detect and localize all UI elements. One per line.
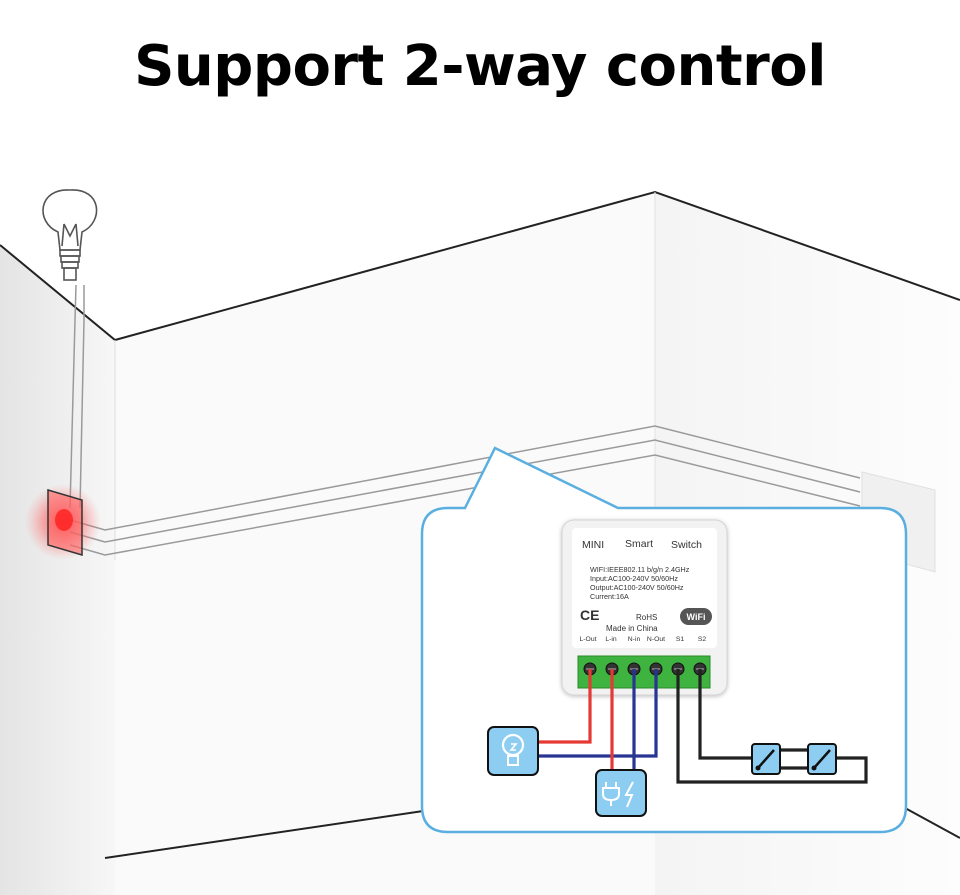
s1-wire bbox=[676, 669, 868, 784]
device-title-mini: MINI bbox=[582, 539, 604, 551]
s2-wire bbox=[698, 669, 752, 760]
device-title-switch: Switch bbox=[671, 539, 702, 551]
ce-mark: CE bbox=[580, 607, 599, 623]
spec-wifi: WIFI:IEEE802.11 b/g/n 2.4GHz bbox=[590, 565, 690, 574]
terminal-label-n-out: N-Out bbox=[647, 636, 665, 643]
wifi-logo-icon: WiFi bbox=[680, 608, 712, 625]
terminal-label-s2: S2 bbox=[698, 636, 707, 643]
terminal-block bbox=[577, 655, 711, 689]
wall-switch-icon bbox=[751, 743, 781, 775]
in-wall-module-indicator bbox=[25, 484, 101, 560]
terminal-label-l-in: L-in bbox=[605, 636, 617, 643]
page-title: Support 2-way control bbox=[134, 34, 826, 99]
smart-switch-device: MINI Smart Switch WIFI:IEEE802.11 b/g/n … bbox=[561, 519, 728, 696]
light-bulb-icon bbox=[487, 726, 539, 776]
spec-output: Output:AC100-240V 50/60Hz bbox=[590, 583, 684, 592]
spec-current: Current:16A bbox=[590, 592, 629, 601]
live-out-wire bbox=[538, 669, 592, 744]
terminal-label-l-out: L-Out bbox=[580, 636, 597, 643]
svg-text:WiFi: WiFi bbox=[687, 612, 706, 622]
terminal-screws bbox=[583, 662, 707, 676]
light-bulb-icon bbox=[42, 189, 98, 281]
terminal-label-n-in: N-in bbox=[628, 636, 641, 643]
plug-power-icon bbox=[595, 769, 647, 817]
neutral-out-wire bbox=[538, 669, 658, 758]
spec-input: Input:AC100-240V 50/60Hz bbox=[590, 574, 678, 583]
terminal-label-s1: S1 bbox=[676, 636, 685, 643]
device-title-smart: Smart bbox=[625, 538, 653, 550]
made-in-label: Made in China bbox=[606, 624, 658, 633]
wiring bbox=[538, 669, 868, 784]
rohs-mark: RoHS bbox=[636, 613, 657, 622]
wall-switch-icon bbox=[807, 743, 837, 775]
